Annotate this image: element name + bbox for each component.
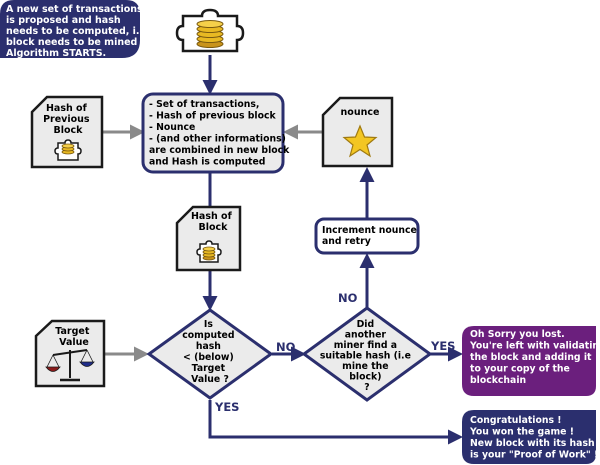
- decision-other-line: miner find a: [334, 340, 397, 351]
- start-note-line: is proposed and hash: [6, 15, 121, 26]
- decision-computed-line: Value ?: [191, 374, 229, 385]
- hash-label: Block: [199, 222, 229, 233]
- combine-line: - Hash of previous block: [149, 111, 277, 122]
- start-note-line: Algorithm STARTS.: [6, 48, 106, 59]
- puzzle-coins-icon: [54, 139, 82, 161]
- prev-hash-label: Block: [54, 125, 84, 136]
- decision-other-line: suitable hash (i.e: [320, 351, 411, 362]
- svg-text:Increment nounce and ret: Increment nounce and retry: [322, 225, 420, 247]
- prev-hash-document: Hash of Previous Block: [30, 95, 104, 169]
- svg-text:- Set of transactions, -: - Set of transactions, - Hash of previou…: [149, 99, 293, 168]
- lost-note: Oh Sorry you lost. You're left with vali…: [462, 326, 600, 396]
- lost-note-line: Oh Sorry you lost.: [470, 329, 565, 340]
- combine-line: are combined in new block: [149, 145, 290, 156]
- svg-text:A new set of transactions: A new set of transactions is proposed an…: [6, 4, 153, 59]
- decision-computed-line: Is: [204, 319, 213, 330]
- no-label: NO: [338, 291, 358, 305]
- combine-line: - (and other informations): [149, 134, 286, 145]
- decision-computed-line: < (below): [183, 352, 234, 363]
- svg-text:Hash of Previous B: Hash of Previous Block: [43, 103, 93, 136]
- lost-note-line: to your copy of the: [470, 364, 570, 375]
- win-note: Congratulations ! You won the game ! New…: [462, 410, 598, 464]
- combine-line: and Hash is computed: [149, 157, 265, 168]
- target-label: Value: [59, 337, 89, 348]
- svg-text:Did another miner: Did another miner find a suitable hash (…: [320, 319, 414, 393]
- decision-computed-hash: Is computed hash < (below) Target Value …: [146, 308, 274, 400]
- win-note-line: is your "Proof of Work" !: [470, 450, 598, 461]
- no-label: NO: [276, 340, 296, 354]
- win-note-line: New block with its hash: [470, 438, 595, 449]
- yes-label: YES: [430, 339, 455, 353]
- win-note-line: Congratulations !: [470, 415, 562, 426]
- hash-label: Hash of: [191, 211, 233, 222]
- target-label: Target: [55, 326, 90, 337]
- nounce-label: nounce: [341, 107, 380, 118]
- decision-other-miner: Did another miner find a suitable hash (…: [301, 306, 433, 402]
- decision-other-line: block): [349, 372, 381, 383]
- increment-box: Increment nounce and retry: [314, 217, 420, 255]
- svg-text:Hash of Block: Hash of Block: [191, 211, 235, 233]
- decision-other-line: another: [345, 330, 387, 341]
- decision-other-line: mine the: [342, 361, 388, 372]
- combine-box: - Set of transactions, - Hash of previou…: [141, 92, 293, 174]
- prev-hash-label: Hash of: [46, 103, 88, 114]
- svg-text:Congratulations ! You wo: Congratulations ! You won the game ! New…: [469, 415, 598, 461]
- lost-note-line: blockchain: [470, 375, 526, 386]
- decision-other-line: ?: [364, 382, 369, 393]
- prev-hash-label: Previous: [43, 114, 90, 125]
- connectors: [103, 55, 463, 445]
- decision-computed-line: hash: [196, 341, 221, 352]
- start-note-line: needs to be computed, i.e.: [6, 26, 150, 37]
- increment-line: Increment nounce: [322, 225, 417, 236]
- start-note-line: A new set of transactions: [6, 4, 143, 15]
- star-icon: [342, 124, 378, 158]
- combine-line: - Nounce: [149, 122, 195, 133]
- increment-line: and retry: [322, 236, 371, 247]
- decision-computed-line: Target: [192, 363, 226, 374]
- puzzle-coins-icon: [175, 8, 245, 53]
- decision-computed-line: computed: [182, 330, 234, 341]
- combine-line: - Set of transactions,: [149, 99, 259, 110]
- puzzle-coins-icon: [196, 240, 222, 263]
- target-document: Target Value: [34, 319, 106, 388]
- balance-scale-icon: [45, 349, 95, 382]
- hash-document: Hash of Block: [175, 205, 242, 272]
- arrow-yes-to-win: [208, 400, 463, 445]
- lost-note-line: You're left with validating: [469, 341, 600, 352]
- win-note-line: You won the game !: [469, 427, 574, 438]
- svg-text:Is computed hash: Is computed hash < (below) Target Value …: [182, 319, 238, 385]
- lost-note-line: the block and adding it: [470, 352, 592, 363]
- svg-text:Oh Sorry you lost. You'r: Oh Sorry you lost. You're left with vali…: [469, 329, 600, 386]
- yes-label: YES: [214, 400, 239, 414]
- start-note-line: block needs to be mined: [6, 37, 137, 48]
- svg-text:Target Value: Target Value: [55, 326, 92, 348]
- nounce-document: nounce: [321, 96, 394, 168]
- decision-other-line: Did: [357, 319, 375, 330]
- start-note: A new set of transactions is proposed an…: [0, 0, 153, 59]
